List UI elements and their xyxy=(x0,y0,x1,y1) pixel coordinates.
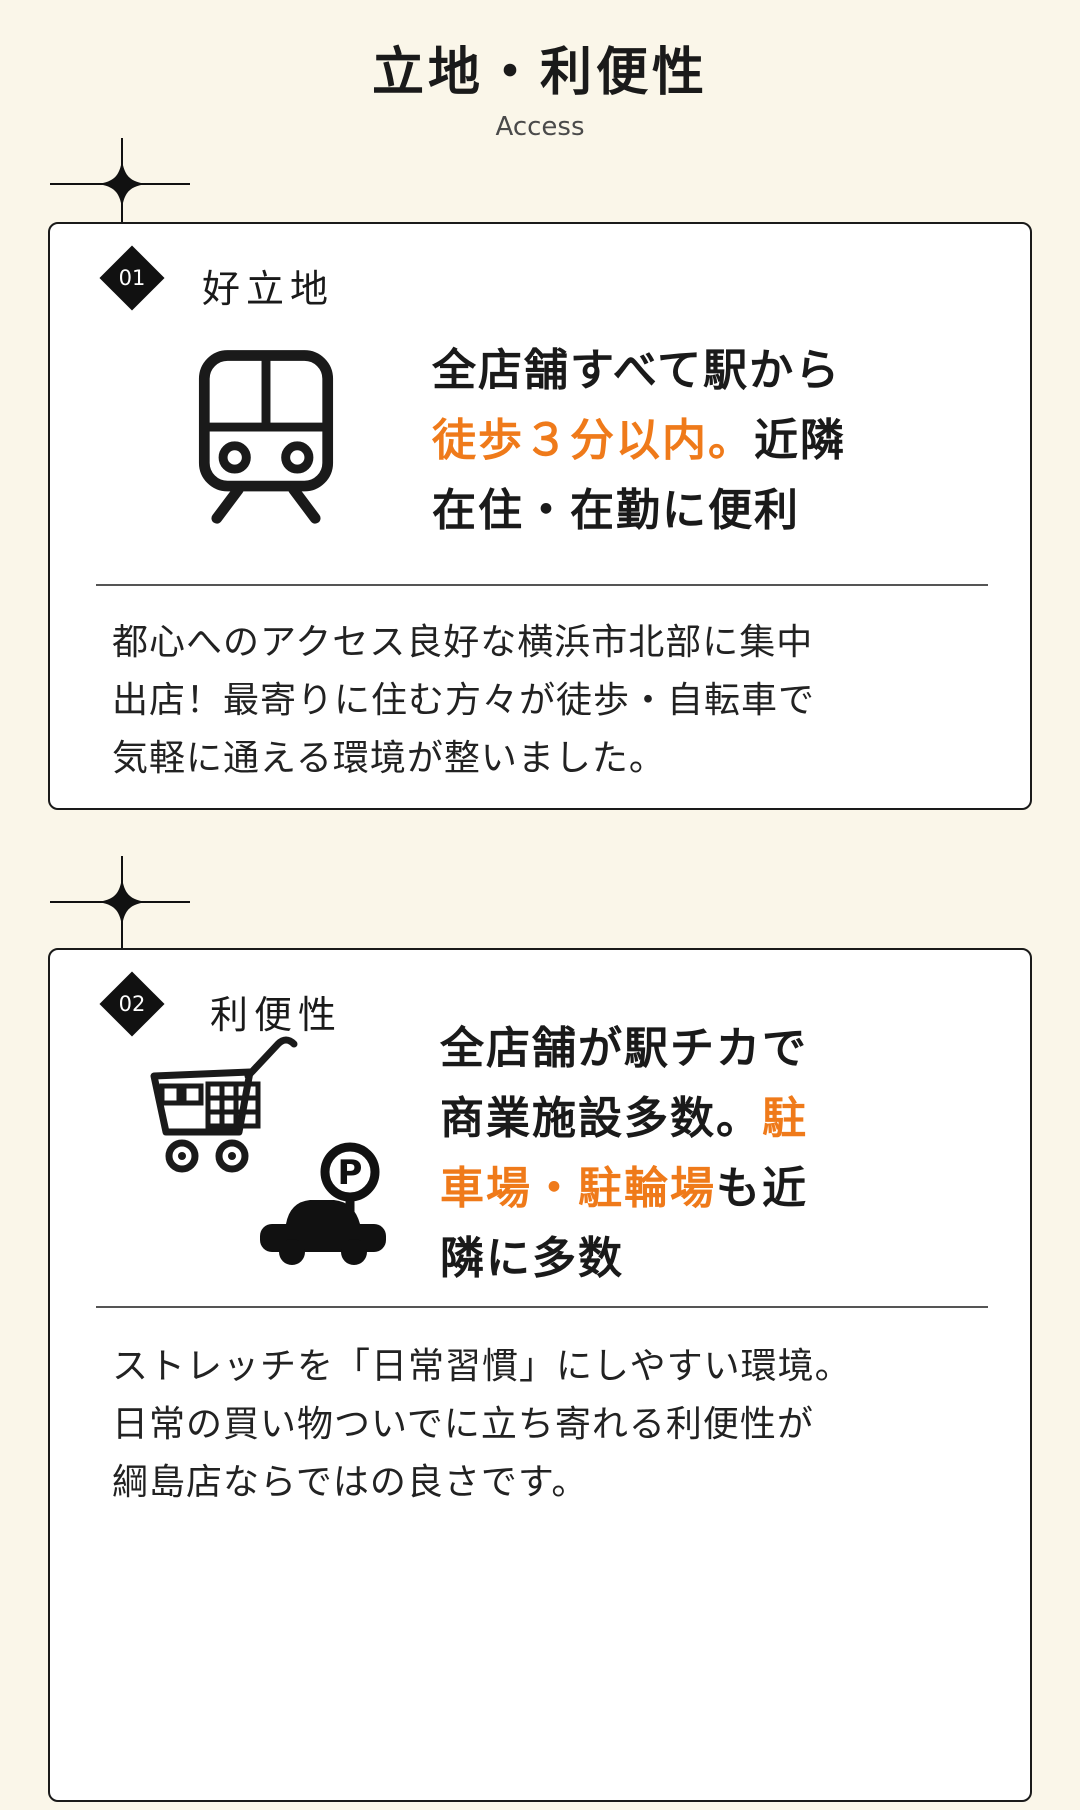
section-heading: 好立地 xyxy=(202,267,335,311)
page-subtitle: Access xyxy=(495,112,585,142)
sparkle-icon xyxy=(50,852,190,952)
headline-segment-accent: 徒歩３分以内。 xyxy=(432,415,754,466)
headline-segment: 在住・在勤に便利 xyxy=(432,485,800,536)
headline-line: 在住・在勤に便利 xyxy=(432,476,846,546)
headline-line: 全店舗すべて駅から xyxy=(432,336,846,406)
headline-line: 商業施設多数。駐 xyxy=(440,1084,808,1154)
body-line: 気軽に通える環境が整いました。 xyxy=(112,738,666,779)
svg-text:P: P xyxy=(338,1153,363,1193)
section-heading: 利便性 xyxy=(210,993,343,1037)
train-icon xyxy=(190,342,342,530)
headline-segment: 全店舗すべて駅から xyxy=(432,345,842,396)
headline-segment: 隣に多数 xyxy=(440,1233,624,1284)
section-number: 02 xyxy=(118,992,146,1016)
headline-line: 全店舗が駅チカで xyxy=(440,1014,808,1084)
headline-line: 隣に多数 xyxy=(440,1224,808,1294)
headline: 全店舗すべて駅から 徒歩３分以内。近隣 在住・在勤に便利 xyxy=(432,336,846,546)
headline-segment-accent: 駐 xyxy=(762,1093,808,1144)
section-card-convenience: 02 利便性 P 全店舗が駅 xyxy=(48,948,1032,1802)
headline-segment-accent: 車場・駐輪場 xyxy=(440,1163,716,1214)
divider xyxy=(96,584,988,586)
car-parking-icon: P xyxy=(248,1140,398,1280)
section-card-location: 01 好立地 全店舗すべて駅から 徒歩３分以内。近隣 在住・在勤に便利 都心への… xyxy=(48,222,1032,810)
body-line: 日常の買い物ついでに立ち寄れる利便性が xyxy=(112,1404,814,1445)
sparkle-icon xyxy=(50,134,190,234)
headline-line: 徒歩３分以内。近隣 xyxy=(432,406,846,476)
headline-segment: も近 xyxy=(716,1163,808,1214)
body-line: 出店！最寄りに住む方々が徒歩・自転車で xyxy=(112,680,816,721)
headline-segment: 商業施設多数。 xyxy=(440,1093,762,1144)
section-number-badge: 02 xyxy=(99,971,165,1037)
body-line: 都心へのアクセス良好な横浜市北部に集中 xyxy=(112,622,814,663)
section-number-badge: 01 xyxy=(99,245,165,311)
divider xyxy=(96,1306,988,1308)
section-body: ストレッチを「日常習慣」にしやすい環境。 日常の買い物ついでに立ち寄れる利便性が… xyxy=(112,1338,852,1512)
body-line: ストレッチを「日常習慣」にしやすい環境。 xyxy=(112,1346,852,1387)
page-title: 立地・利便性 xyxy=(371,43,708,103)
body-line: 綱島店ならではの良さです。 xyxy=(112,1462,589,1503)
headline-segment: 近隣 xyxy=(754,415,846,466)
headline-segment: 全店舗が駅チカで xyxy=(440,1023,808,1074)
headline: 全店舗が駅チカで 商業施設多数。駐 車場・駐輪場も近 隣に多数 xyxy=(440,1014,808,1294)
section-body: 都心へのアクセス良好な横浜市北部に集中 出店！最寄りに住む方々が徒歩・自転車で … xyxy=(112,614,815,788)
headline-line: 車場・駐輪場も近 xyxy=(440,1154,808,1224)
section-number: 01 xyxy=(118,266,146,290)
shopping-cart-icon xyxy=(126,1030,302,1182)
